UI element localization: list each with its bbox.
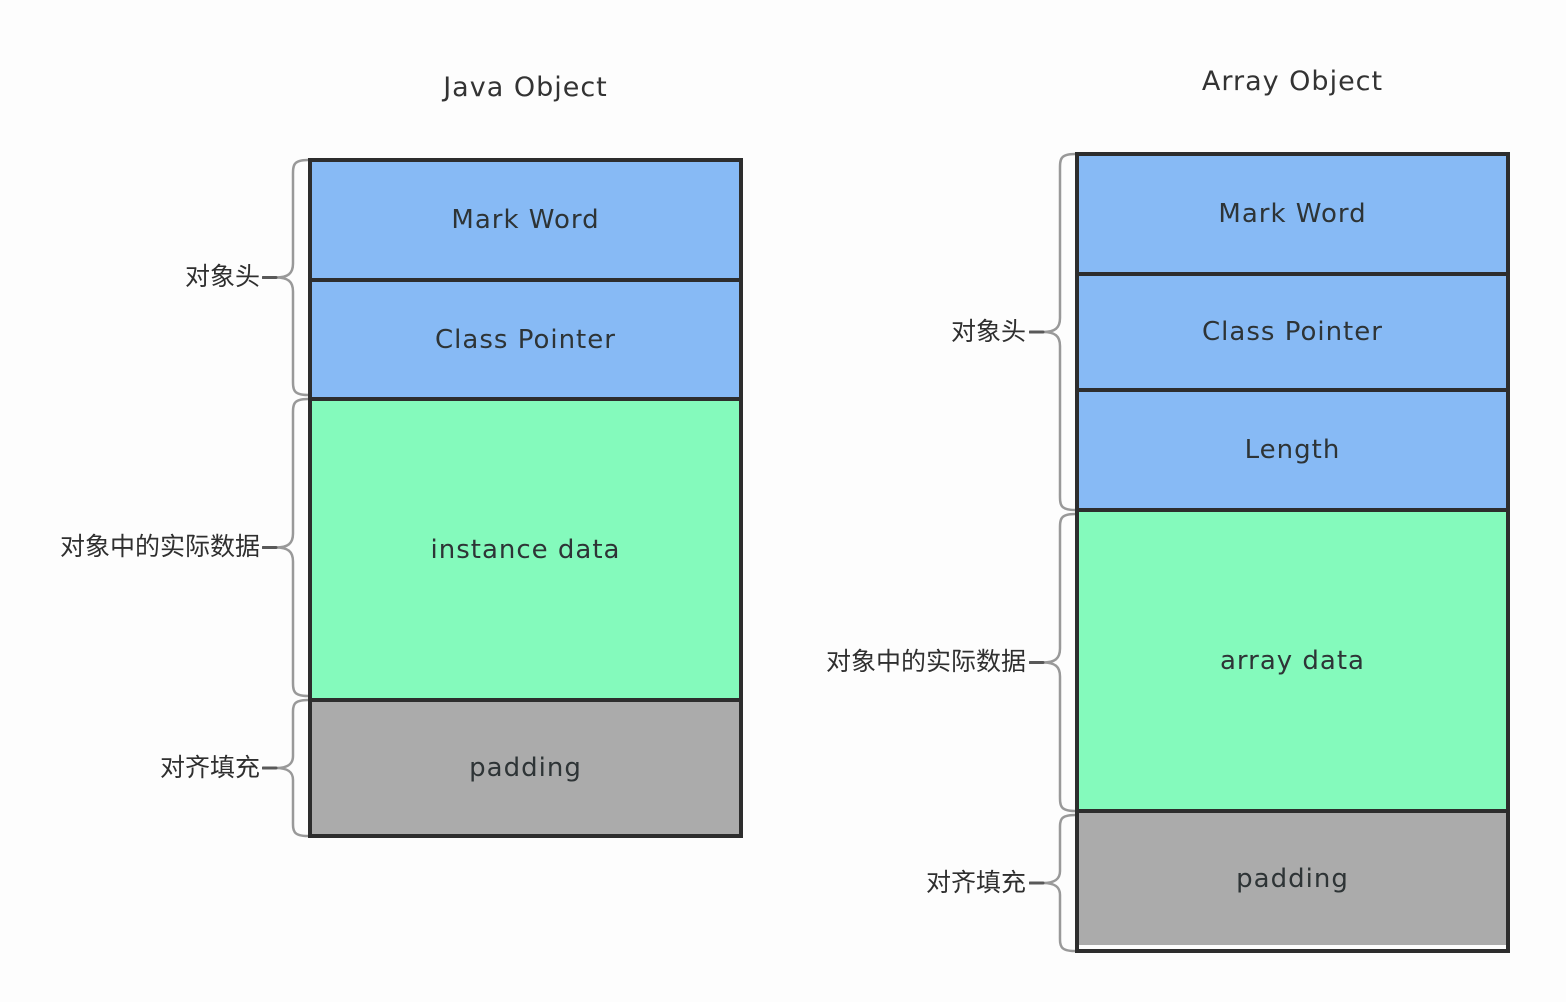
array-length-cell: Length [1079,388,1506,508]
java-padding-cell: padding [312,698,739,834]
java-padding-brace-icon [262,698,308,838]
array-mark-word-cell: Mark Word [1079,156,1506,272]
java-object-box: Mark Word Class Pointer instance data pa… [308,158,743,838]
java-align-padding-label: 对齐填充 [159,753,260,782]
java-object-header-brace-icon [262,158,308,397]
java-mark-word-cell: Mark Word [312,162,739,278]
array-align-padding-label: 对齐填充 [925,868,1026,897]
array-object-header-brace-icon [1029,152,1075,512]
array-padding-brace-icon [1029,813,1075,953]
java-instance-data-brace-icon [262,397,308,698]
java-object-title: Java Object [443,72,608,103]
array-object-title: Array Object [1201,66,1384,97]
array-data-cell: array data [1079,508,1506,809]
array-object-header-label: 对象头 [950,317,1026,346]
array-actual-data-label: 对象中的实际数据 [825,647,1026,676]
array-data-brace-icon [1029,512,1075,813]
java-object-header-label: 对象头 [184,262,260,291]
java-instance-data-cell: instance data [312,397,739,698]
array-padding-cell: padding [1079,809,1506,945]
java-class-pointer-cell: Class Pointer [312,278,739,397]
array-class-pointer-cell: Class Pointer [1079,272,1506,388]
java-actual-data-label: 对象中的实际数据 [59,532,260,561]
array-object-box: Mark Word Class Pointer Length array dat… [1075,152,1510,953]
